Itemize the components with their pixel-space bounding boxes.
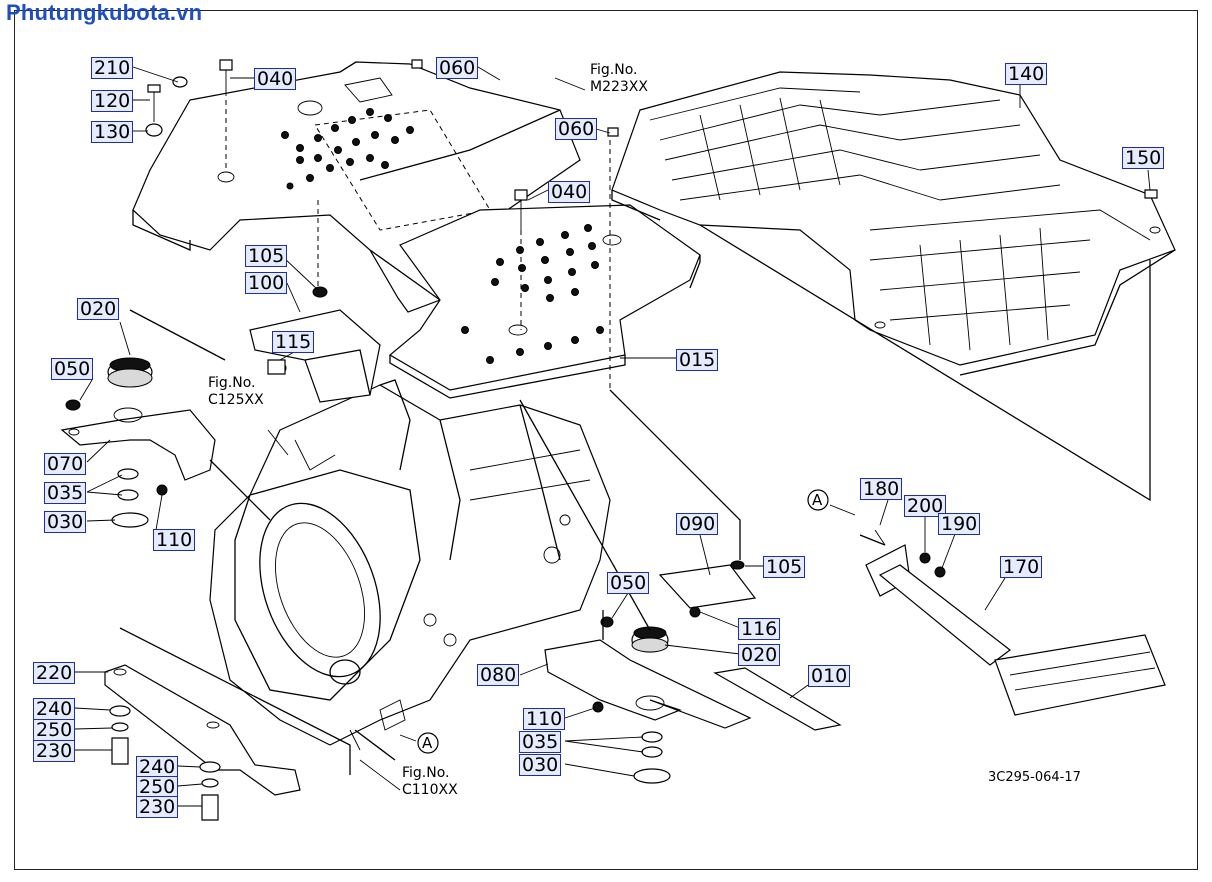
pedal-assembly (859, 534, 1166, 716)
bracket-left (60, 357, 216, 528)
part-callout-240[interactable]: 240 (33, 698, 76, 720)
fig-ref-number: C110XX (402, 782, 458, 798)
part-callout-030[interactable]: 030 (519, 754, 562, 776)
fig-ref-label: Fig.No. (402, 765, 450, 781)
part-callout-030[interactable]: 030 (44, 511, 87, 533)
part-callout-060[interactable]: 060 (555, 118, 598, 140)
part-callout-035[interactable]: 035 (519, 731, 562, 753)
fig-ref-c125xx[interactable]: Fig.No. C125XX (208, 375, 264, 409)
part-callout-105[interactable]: 105 (763, 556, 806, 578)
part-callout-150[interactable]: 150 (1122, 147, 1165, 169)
part-callout-040[interactable]: 040 (254, 68, 297, 90)
diagram-frame (14, 10, 1198, 870)
part-callout-250[interactable]: 250 (136, 776, 179, 798)
part-callout-070[interactable]: 070 (44, 453, 87, 475)
fig-ref-label: Fig.No. (208, 375, 256, 391)
reference-marker-a: A (812, 491, 823, 509)
part-callout-080[interactable]: 080 (477, 664, 520, 686)
part-callout-140[interactable]: 140 (1005, 63, 1048, 85)
fig-ref-c110xx[interactable]: Fig.No. C110XX (402, 765, 458, 799)
part-callout-116[interactable]: 116 (738, 618, 781, 640)
part-callout-050[interactable]: 050 (607, 572, 650, 594)
leader-lines (74, 66, 1151, 807)
part-callout-110[interactable]: 110 (523, 708, 566, 730)
part-callout-240[interactable]: 240 (136, 756, 179, 778)
step-mat (611, 71, 1176, 376)
part-callout-100[interactable]: 100 (245, 272, 288, 294)
bracket-220 (104, 664, 301, 821)
reference-circles (399, 489, 856, 754)
part-callout-105[interactable]: 105 (245, 245, 288, 267)
part-callout-180[interactable]: 180 (860, 478, 903, 500)
part-callout-050[interactable]: 050 (51, 358, 94, 380)
part-callout-120[interactable]: 120 (91, 90, 134, 112)
part-callout-035[interactable]: 035 (44, 482, 87, 504)
part-callout-130[interactable]: 130 (91, 121, 134, 143)
part-callout-040[interactable]: 040 (548, 181, 591, 203)
part-callout-190[interactable]: 190 (938, 513, 981, 535)
plate-090 (658, 560, 757, 618)
part-callout-250[interactable]: 250 (33, 719, 76, 741)
part-callout-170[interactable]: 170 (1000, 556, 1043, 578)
part-callout-220[interactable]: 220 (33, 662, 76, 684)
part-callout-015[interactable]: 015 (676, 349, 719, 371)
part-callout-230[interactable]: 230 (33, 740, 76, 762)
reference-marker-a: A (422, 734, 433, 752)
strip-010 (713, 667, 842, 731)
watermark: Phutungkubota.vn (6, 0, 203, 25)
part-callout-110[interactable]: 110 (153, 529, 196, 551)
part-callout-010[interactable]: 010 (808, 665, 851, 687)
part-callout-230[interactable]: 230 (136, 796, 179, 818)
drawing-code: 3C295-064-17 (988, 770, 1081, 785)
fig-ref-m223xx[interactable]: Fig.No. M223XX (590, 62, 648, 96)
part-callout-060[interactable]: 060 (436, 57, 479, 79)
part-callout-020[interactable]: 020 (738, 644, 781, 666)
plate-holes-left (217, 108, 414, 190)
part-callout-090[interactable]: 090 (676, 513, 719, 535)
part-callout-020[interactable]: 020 (77, 298, 120, 320)
bracket-080 (544, 616, 752, 784)
fig-ref-number: M223XX (590, 79, 648, 95)
part-callout-210[interactable]: 210 (91, 57, 134, 79)
part-callout-115[interactable]: 115 (272, 331, 315, 353)
fig-ref-number: C125XX (208, 392, 264, 408)
plate-holes-center (461, 224, 622, 364)
bolts (145, 59, 1158, 570)
fig-ref-label: Fig.No. (590, 62, 638, 78)
transmission-case (209, 379, 611, 751)
bracket-100 (249, 286, 381, 403)
floor-plate-center (388, 204, 701, 399)
part-callout-200[interactable]: 200 (904, 495, 947, 517)
